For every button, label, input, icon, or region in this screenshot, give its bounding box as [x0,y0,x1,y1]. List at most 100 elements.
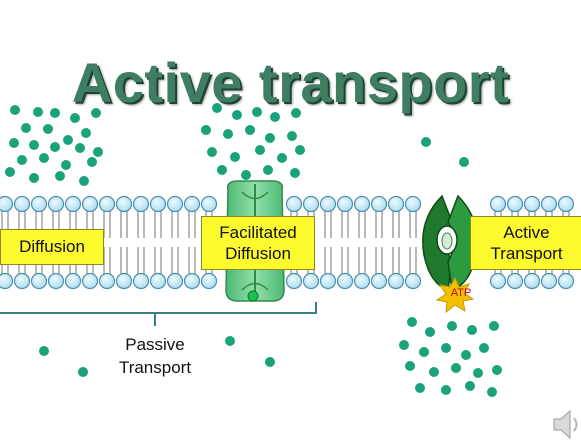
molecule [232,110,242,120]
molecule [419,347,429,357]
phospholipid-head [336,195,354,213]
molecule [252,107,262,117]
molecule [241,170,251,180]
facilitated-label-line2: Diffusion [225,244,291,263]
molecule [245,125,255,135]
molecule [461,350,471,360]
molecule [61,160,71,170]
solute-molecules [5,103,502,397]
molecule [287,131,297,141]
molecule [295,145,305,155]
phospholipid-head [115,272,133,290]
phospholipid-head [404,195,422,213]
phospholipid-head [319,272,337,290]
molecule [217,165,227,175]
phospholipid-head [132,195,150,213]
phospholipid-head [149,195,167,213]
speaker-icon[interactable] [552,408,581,441]
phospholipid-head [200,195,218,213]
molecule [451,363,461,373]
molecule [465,381,475,391]
diffusion-label: Diffusion [0,229,104,265]
phospholipid-head [319,195,337,213]
passive-line2: Transport [118,357,192,377]
molecule [230,152,240,162]
molecule [43,124,53,134]
molecule [255,145,265,155]
phospholipid-head [489,272,507,290]
phospholipid-head [81,272,99,290]
passive-transport-caption: Passive Transport [100,334,210,380]
phospholipid-head [540,272,558,290]
phospholipid-head [353,272,371,290]
diffusion-label-text: Diffusion [19,237,85,257]
phospholipid-head [64,195,82,213]
active-transport-label: Active Transport [470,216,581,270]
molecule [212,103,222,113]
molecule [441,385,451,395]
molecule [17,155,27,165]
molecule [223,129,233,139]
phospholipid-head [557,195,575,213]
phospholipid-head [183,272,201,290]
molecule [78,367,88,377]
phospholipid-head [132,272,150,290]
phospholipid-head [149,272,167,290]
phospholipid-head [30,272,48,290]
molecule [10,105,20,115]
molecule [5,167,15,177]
molecule [75,143,85,153]
molecule [29,140,39,150]
phospholipid-head [183,195,201,213]
molecule [39,153,49,163]
phospholipid-head [387,272,405,290]
phospholipid-head [81,195,99,213]
phospholipid-head [115,195,133,213]
molecule [459,157,469,167]
phospholipid-head [30,195,48,213]
phospholipid-head [302,272,320,290]
molecule [429,367,439,377]
phospholipid-head [387,195,405,213]
page-title: Active transport [71,51,510,114]
phospholipid-head [285,272,303,290]
molecule [270,112,280,122]
pump-protein [422,194,478,291]
molecule [489,321,499,331]
molecule [263,165,273,175]
molecule [81,128,91,138]
molecule [79,176,89,186]
molecule [415,383,425,393]
phospholipid-head [285,195,303,213]
molecule [447,321,457,331]
molecule [93,147,103,157]
phospholipid-head [370,272,388,290]
phospholipid-head [489,195,507,213]
phospholipid-head [98,195,116,213]
molecule [265,133,275,143]
phospholipid-head [0,272,14,290]
molecule [421,137,431,147]
molecule [55,171,65,181]
molecule [405,361,415,371]
molecule [479,343,489,353]
molecule [29,173,39,183]
phospholipid-head [98,272,116,290]
molecule [265,357,275,367]
facilitated-diffusion-label: Facilitated Diffusion [201,216,315,270]
phospholipid-head [370,195,388,213]
phospholipid-head [302,195,320,213]
phospholipid-head [506,272,524,290]
atp-star [435,276,475,314]
phospholipid-head [13,272,31,290]
molecule [399,340,409,350]
molecule [290,168,300,178]
phospholipid-head [540,195,558,213]
phospholipid-head [506,195,524,213]
facilitated-label-line1: Facilitated [219,222,297,242]
molecule [407,317,417,327]
phospholipid-head [404,272,422,290]
molecule [50,108,60,118]
phospholipid-head [166,272,184,290]
molecule [441,343,451,353]
